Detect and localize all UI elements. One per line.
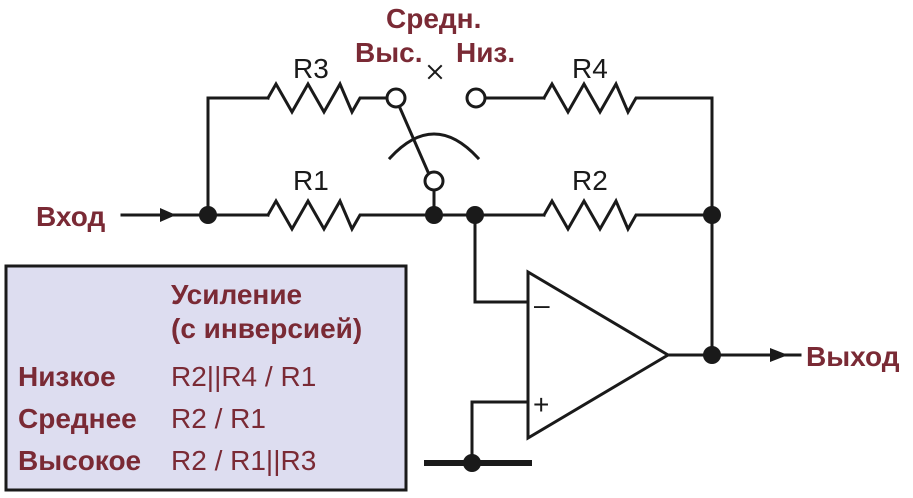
r4-resistor <box>541 80 714 217</box>
switch-high-label: Выс. <box>355 37 422 68</box>
r4-label: R4 <box>572 53 608 84</box>
r2-resistor <box>541 197 714 233</box>
junction-dot <box>703 206 721 224</box>
output-label: Выход <box>806 341 900 372</box>
switch-arc <box>387 132 481 161</box>
switch-low-terminal <box>465 87 487 109</box>
noninverting-input-wire <box>470 400 530 465</box>
gain-table-header-1: Усиление <box>171 279 302 310</box>
switch-wiper <box>398 106 430 174</box>
r3-resistor <box>265 80 388 116</box>
switch-mid-label: Средн. <box>386 3 481 34</box>
gain-row-formula: R2 / R1||R3 <box>171 445 316 476</box>
gain-row-name: Среднее <box>18 403 137 434</box>
junction-dot <box>466 206 484 224</box>
junction-dot <box>199 206 217 224</box>
opamp-minus-sign: – <box>534 289 550 320</box>
gain-row-name: Низкое <box>18 361 116 392</box>
r1-resistor <box>265 197 546 233</box>
switch-high-terminal <box>385 87 407 109</box>
input-label: Вход <box>36 201 105 232</box>
gain-table-header-2: (с инверсией) <box>171 313 362 344</box>
gain-row-name: Высокое <box>18 445 141 476</box>
gain-row-formula: R2 / R1 <box>171 403 266 434</box>
r3-label: R3 <box>293 53 329 84</box>
output-arrow <box>770 348 788 362</box>
r1-label: R1 <box>293 165 329 196</box>
inverting-input-wire <box>473 213 530 304</box>
opamp-triangle <box>526 269 671 441</box>
gain-table-box <box>4 264 408 492</box>
input-arrow <box>160 208 176 222</box>
junction-dot <box>703 346 721 364</box>
switch-common-terminal <box>423 170 445 192</box>
switch-low-label: Низ. <box>456 37 515 68</box>
gain-row-formula: R2||R4 / R1 <box>171 361 316 392</box>
switch-mid-marker <box>427 64 443 80</box>
r3-left-wire <box>206 96 270 217</box>
junction-dot <box>425 206 443 224</box>
opamp-plus-sign: + <box>533 389 549 420</box>
r2-label: R2 <box>572 165 608 196</box>
junction-dot <box>463 454 481 472</box>
